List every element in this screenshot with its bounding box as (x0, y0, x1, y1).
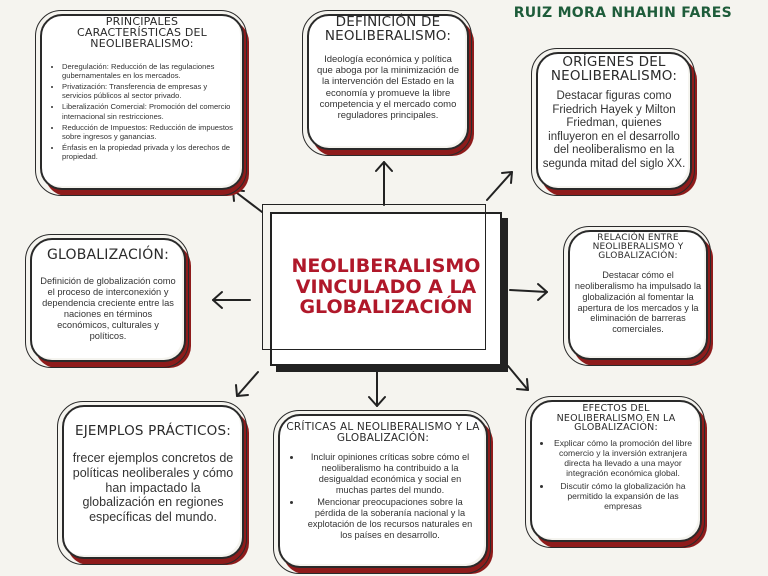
examples-card: EJEMPLOS PRÁCTICOS: frecer ejemplos conc… (57, 401, 247, 565)
globalization-card: GLOBALIZACIÓN: Definición de globalizaci… (25, 234, 189, 368)
arrow-up-right (486, 171, 513, 201)
arrow-down (368, 369, 386, 407)
origins-text: Destacar figuras como Friedrich Hayek y … (542, 90, 686, 170)
central-topic-box: NEOLIBERALISMO VINCULADO A LA GLOBALIZAC… (262, 204, 502, 366)
characteristics-card: PRINCIPALES CARACTERÍSTICAS DEL NEOLIBER… (35, 10, 247, 196)
origins-card: ORÍGENES DEL NEOLIBERALISMO: Destacar fi… (531, 48, 695, 196)
definition-text: Ideología económica y política que aboga… (316, 54, 460, 122)
list-item: Explicar cómo la promoción del libre com… (552, 438, 694, 479)
relation-title: RELACIÓN ENTRE NEOLIBERALISMO Y GLOBALIZ… (592, 233, 684, 261)
author-name: RUIZ MORA NHAHIN FARES (513, 5, 732, 21)
list-item: Deregulación: Reducción de las regulacio… (62, 62, 236, 80)
definition-card: DEFINICIÓN DE NEOLIBERALISMO: Ideología … (302, 10, 472, 156)
list-item: Énfasis en la propiedad privada y los de… (62, 143, 236, 161)
examples-title: EJEMPLOS PRÁCTICOS: (75, 423, 231, 439)
list-item: Mencionar preocupaciones sobre la pérdid… (302, 497, 478, 540)
arrow-down-right (507, 365, 529, 391)
list-item: Discutir cómo la globalización ha permit… (552, 481, 694, 511)
definition-title: DEFINICIÓN DE NEOLIBERALISMO: (324, 14, 452, 44)
effects-list: Explicar cómo la promoción del libre com… (538, 438, 694, 513)
characteristics-list: Deregulación: Reducción de las regulacio… (48, 62, 236, 163)
globalization-title: GLOBALIZACIÓN: (46, 247, 170, 263)
criticisms-list: Incluir opiniones críticas sobre cómo el… (288, 452, 478, 543)
arrow-down-left (235, 371, 259, 397)
central-topic-title: NEOLIBERALISMO VINCULADO A LA GLOBALIZAC… (291, 255, 481, 319)
list-item: Privatización: Transferencia de empresas… (62, 82, 236, 100)
origins-title: ORÍGENES DEL NEOLIBERALISMO: (550, 54, 678, 84)
effects-title: EFECTOS DEL NEOLIBERALISMO EN LA GLOBALI… (556, 403, 676, 433)
effects-card: EFECTOS DEL NEOLIBERALISMO EN LA GLOBALI… (525, 396, 705, 548)
globalization-text: Definición de globalización como el proc… (40, 276, 176, 341)
arrow-right (509, 283, 548, 301)
examples-text: frecer ejemplos concretos de políticas n… (72, 451, 234, 524)
list-item: Reducción de Impuestos: Reducción de imp… (62, 123, 236, 141)
arrow-up (375, 161, 393, 206)
criticisms-title: CRÍTICAS AL NEOLIBERALISMO Y LA GLOBALIZ… (286, 421, 480, 444)
list-item: Incluir opiniones críticas sobre cómo el… (302, 452, 478, 495)
list-item: Liberalización Comercial: Promoción del … (62, 102, 236, 120)
characteristics-title: PRINCIPALES CARACTERÍSTICAS DEL NEOLIBER… (77, 15, 207, 50)
arrow-left (212, 291, 251, 309)
arrow-up-left (232, 189, 263, 213)
relation-text: Destacar cómo el neoliberalismo ha impul… (574, 270, 702, 335)
criticisms-card: CRÍTICAS AL NEOLIBERALISMO Y LA GLOBALIZ… (273, 410, 491, 574)
relation-card: RELACIÓN ENTRE NEOLIBERALISMO Y GLOBALIZ… (563, 226, 711, 366)
